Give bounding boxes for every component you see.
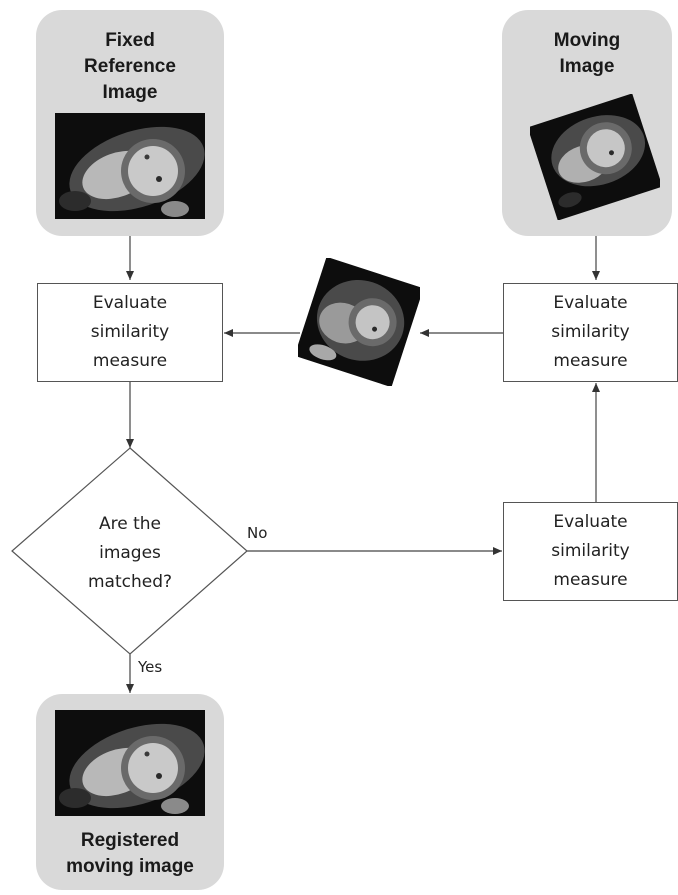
- evaluate-left-label: Evaluate similarity measure: [90, 293, 170, 371]
- moving-mri-image: [527, 93, 663, 221]
- evaluate-right-top-box: Evaluate similarity measure: [503, 283, 678, 382]
- evaluate-right-top-label: Evaluate similarity measure: [551, 293, 630, 371]
- moving-image-title: Moving Image: [553, 30, 621, 77]
- registered-mri-image: [55, 710, 205, 816]
- evaluate-right-bottom-box: Evaluate similarity measure: [503, 502, 678, 601]
- evaluate-left-box: Evaluate similarity measure: [37, 283, 223, 382]
- registered-image-title: Registered moving image: [66, 830, 194, 877]
- yes-edge-label: Yes: [138, 658, 163, 676]
- evaluate-right-bottom-label: Evaluate similarity measure: [551, 512, 630, 590]
- decision-diamond: [11, 447, 248, 655]
- no-edge-label: No: [247, 524, 268, 542]
- fixed-image-title: Fixed Reference Image: [84, 30, 176, 103]
- registered-image-group: Registered moving image: [36, 694, 224, 890]
- fixed-image-group: Fixed Reference Image: [36, 10, 224, 236]
- decision-label: Are the images matched?: [87, 514, 173, 592]
- transformed-mri-image: [294, 256, 424, 388]
- moving-image-group: Moving Image: [502, 10, 672, 236]
- fixed-mri-image: [55, 113, 205, 219]
